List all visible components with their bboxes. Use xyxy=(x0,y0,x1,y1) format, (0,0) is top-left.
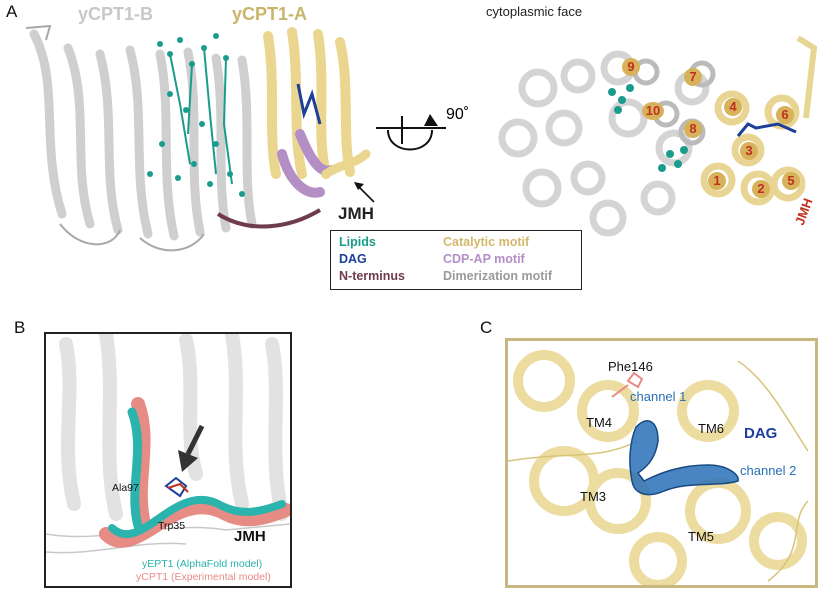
helix-number-3: 3 xyxy=(740,142,758,160)
panel-a-letter: A xyxy=(6,2,18,21)
helix-number-1: 1 xyxy=(708,172,726,190)
helix-number-7: 7 xyxy=(684,68,702,86)
helix-number-9: 9 xyxy=(622,58,640,76)
ycpt1-a-label: yCPT1-A xyxy=(232,4,308,24)
panel-c-frame: Phe146 channel 1 channel 2 DAG TM3 TM4 T… xyxy=(505,338,818,588)
trp35-label: Trp35 xyxy=(158,520,186,532)
channel2-label: channel 2 xyxy=(740,463,797,478)
yept1-legend: yEPT1 (AlphaFold model) xyxy=(142,558,263,570)
helix-number-8: 8 xyxy=(684,120,702,138)
rotation-icon xyxy=(376,114,446,151)
legend-dag: DAG xyxy=(339,252,367,266)
ycpt1-b-label: yCPT1-B xyxy=(78,4,154,24)
helix-number-10: 10 xyxy=(642,102,664,120)
helix-number-5: 5 xyxy=(782,172,800,190)
legend-lipids: Lipids xyxy=(339,235,376,249)
side-view-structure xyxy=(25,24,375,252)
panel-b-frame: Ala97 Trp35 JMH yEPT1 (AlphaFold model) … xyxy=(44,332,292,588)
tm4-label: TM4 xyxy=(586,415,612,430)
ycpt1-legend: yCPT1 (Experimental model) xyxy=(136,571,271,583)
phe146-label: Phe146 xyxy=(608,359,653,374)
legend-catalytic: Catalytic motif xyxy=(443,235,530,249)
legend-box: Lipids DAG N-terminus Catalytic motif CD… xyxy=(330,230,582,290)
legend-nterm: N-terminus xyxy=(339,269,405,283)
tm5-label: TM5 xyxy=(688,529,714,544)
jmh-label-b: JMH xyxy=(234,528,266,545)
tm6-label: TM6 xyxy=(698,421,724,436)
top-view-structure xyxy=(498,35,818,237)
helix-number-2: 2 xyxy=(752,180,770,198)
panel-b-structure xyxy=(46,334,290,554)
legend-cdp: CDP-AP motif xyxy=(443,252,525,266)
channel1-label: channel 1 xyxy=(630,389,687,404)
ala97-label: Ala97 xyxy=(112,482,139,494)
legend-dimer: Dimerization motif xyxy=(443,269,553,283)
panel-b-letter: B xyxy=(14,318,26,337)
helix-number-6: 6 xyxy=(776,106,794,124)
jmh-label-side: JMH xyxy=(338,204,374,223)
helix-number-4: 4 xyxy=(724,98,742,116)
rotation-angle: 90˚ xyxy=(446,106,470,123)
dag-label-c: DAG xyxy=(744,425,778,442)
cytoplasmic-face-label: cytoplasmic face xyxy=(486,4,583,19)
panel-c-letter: C xyxy=(480,318,493,337)
tm3-label: TM3 xyxy=(580,489,606,504)
panel-c-structure xyxy=(508,350,809,585)
